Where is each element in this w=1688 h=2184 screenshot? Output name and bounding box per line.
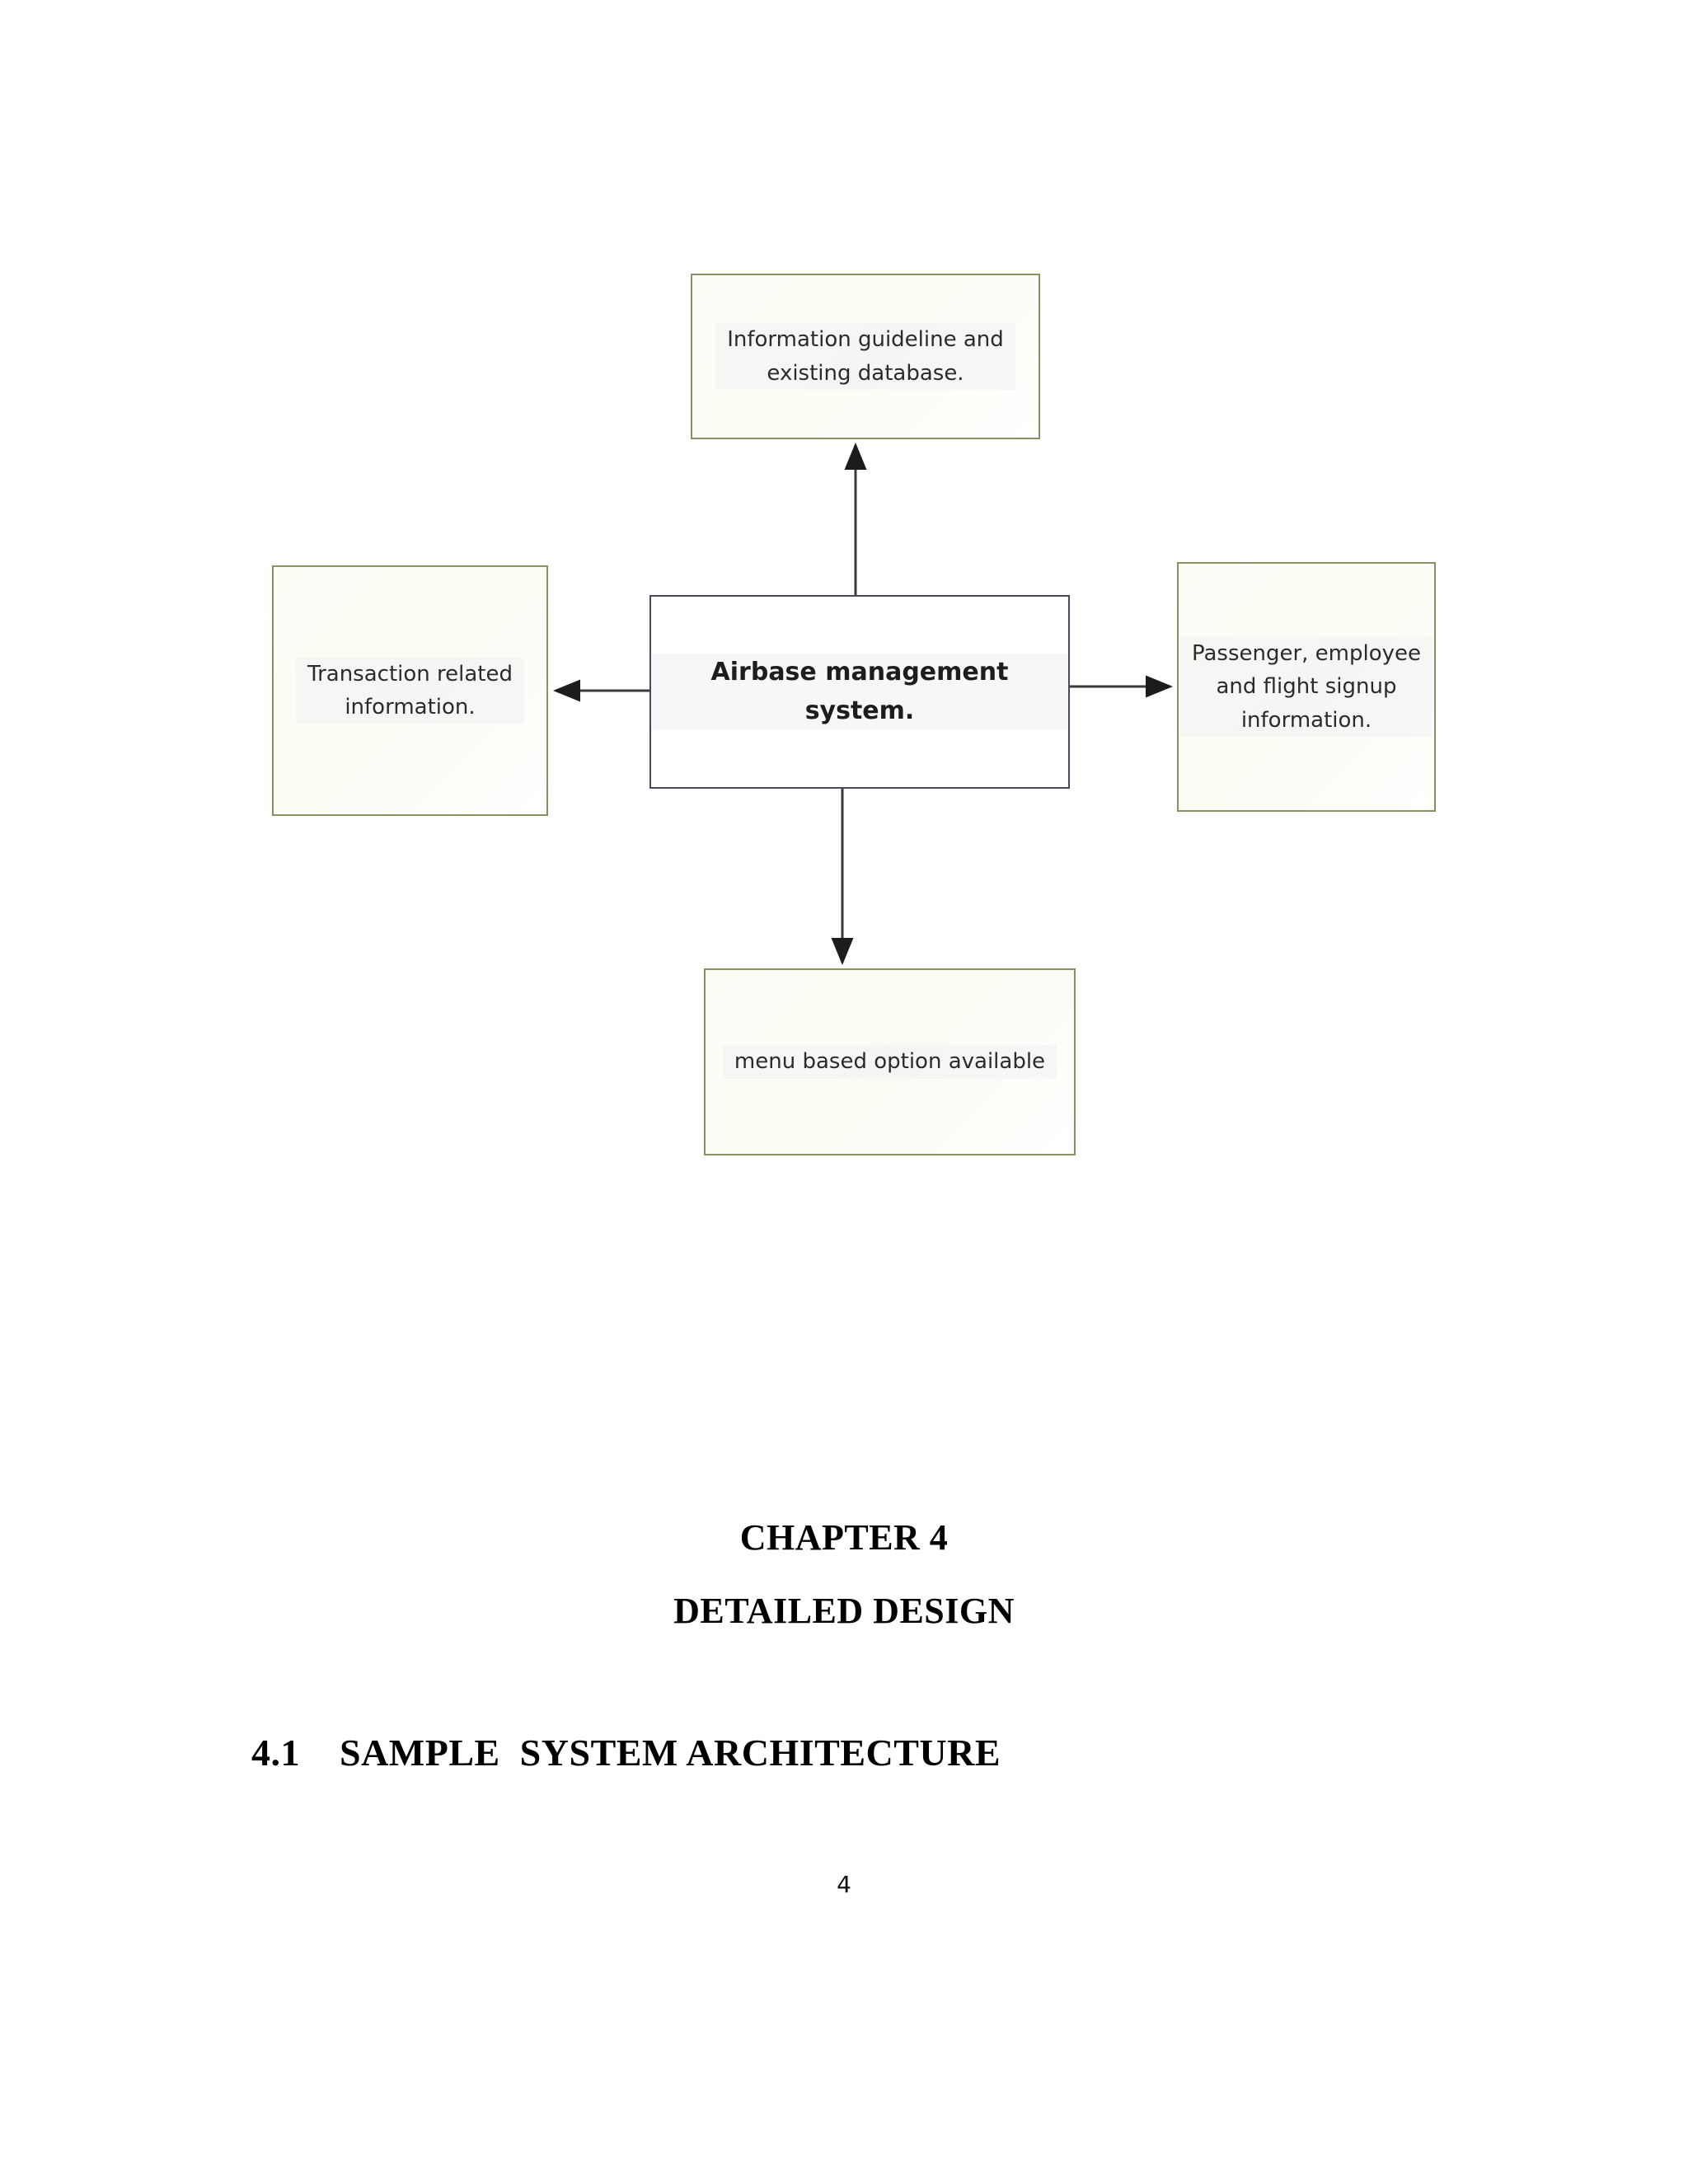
chapter-heading: CHAPTER 4 xyxy=(739,1517,949,1558)
node-left-line-1: Transaction related xyxy=(307,661,513,687)
node-top-line-2: existing database. xyxy=(767,360,964,386)
node-right-line-1: Passenger, employee xyxy=(1191,641,1422,667)
node-hub-text: Airbase management system. xyxy=(651,654,1068,730)
page-number: 4 xyxy=(837,1871,851,1898)
node-left-line-2: information. xyxy=(345,695,476,719)
node-right-line-2: and flight signup xyxy=(1216,674,1397,700)
node-top-line-1: Information guideline and xyxy=(727,327,1004,353)
node-transaction-information: Transaction related information. xyxy=(272,565,548,816)
section-heading: 4.1 SAMPLE SYSTEM ARCHITECTURE xyxy=(0,1731,1688,1774)
node-airbase-management-system: Airbase management system. xyxy=(649,595,1070,789)
node-bottom-text: menu based option available xyxy=(722,1045,1057,1079)
chapter-subject-heading: DETAILED DESIGN xyxy=(673,1591,1015,1631)
node-passenger-employee-flight-signup: Passenger, employee and flight signup in… xyxy=(1177,562,1436,812)
document-body: CHAPTER 4 DETAILED DESIGN 4.1 SAMPLE SYS… xyxy=(0,1516,1688,1774)
section-number: 4.1 xyxy=(251,1732,300,1774)
node-left-text: Transaction related information. xyxy=(296,657,524,724)
system-architecture-diagram: Information guideline and existing datab… xyxy=(272,274,1436,1155)
section-title: SAMPLE SYSTEM ARCHITECTURE xyxy=(340,1732,1001,1774)
node-top-text: Information guideline and existing datab… xyxy=(715,323,1015,390)
node-right-text: Passenger, employee and flight signup in… xyxy=(1179,637,1433,737)
node-information-guideline: Information guideline and existing datab… xyxy=(691,274,1040,439)
node-right-line-3: information. xyxy=(1240,707,1372,733)
node-menu-based-option: menu based option available xyxy=(704,968,1076,1155)
